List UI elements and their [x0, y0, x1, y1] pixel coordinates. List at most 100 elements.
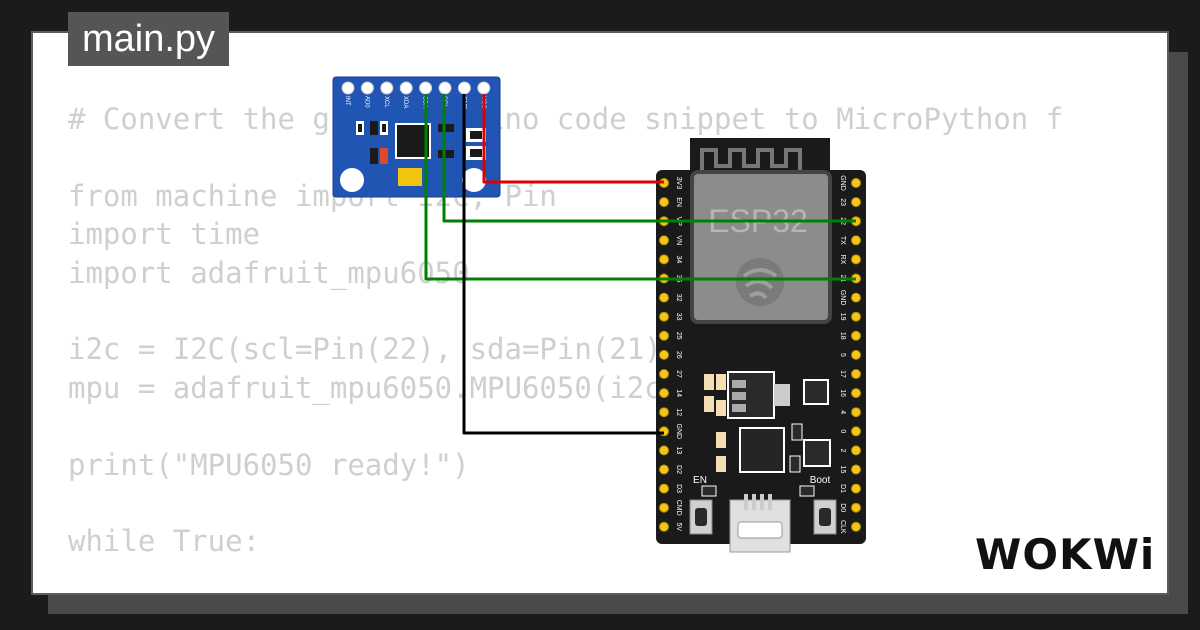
esp32-pin-right-rx[interactable] [851, 254, 861, 265]
esp32-pin-label: 13 [675, 447, 682, 455]
esp32-pin-label: 34 [675, 256, 682, 264]
esp32-pin-left-14[interactable] [659, 388, 669, 399]
esp32-pin-label: VN [675, 235, 682, 245]
esp32-pin-right-16[interactable] [851, 388, 861, 399]
mpu-mount-hole [462, 168, 486, 192]
esp32-pin-right-2[interactable] [851, 445, 861, 456]
esp32-pin-label: 25 [675, 332, 682, 340]
mpu-pin-ad0[interactable] [360, 81, 374, 95]
mpu-pin-label: AD0 [363, 96, 369, 108]
esp32-pin-left-34[interactable] [659, 254, 669, 265]
mpu-capacitor [438, 150, 454, 158]
esp32-pin-right-d1[interactable] [851, 483, 861, 494]
esp32-pin-left-en[interactable] [659, 197, 669, 208]
esp32-pin-right-4[interactable] [851, 407, 861, 418]
file-tab[interactable]: main.py [68, 12, 230, 66]
esp32-pin-right-gnd[interactable] [851, 178, 861, 188]
esp32-pin-right-17[interactable] [851, 369, 861, 379]
mpu-resistor-body [382, 124, 386, 132]
esp32-pin-left-5v[interactable] [659, 521, 669, 532]
esp32-pin-left-32[interactable] [659, 292, 669, 303]
mpu-pin-sda[interactable] [419, 81, 433, 95]
esp32-led [704, 374, 714, 390]
mpu-capacitor [370, 148, 378, 164]
regulator-pin [732, 404, 746, 412]
esp32-pin-right-18[interactable] [851, 330, 861, 341]
esp32-pin-left-vn[interactable] [659, 235, 669, 246]
esp32-led [716, 400, 726, 416]
esp32-pin-left-d2[interactable] [659, 464, 669, 475]
esp32-pin-label: EN [675, 197, 682, 207]
wire-scl[interactable] [442, 94, 856, 223]
esp32-usb-chip [739, 427, 785, 473]
antenna-trace [700, 148, 802, 170]
esp32-pin-label: 33 [675, 313, 682, 321]
esp32-pin-label: CMD [675, 500, 682, 516]
esp32-pin-right-d0[interactable] [851, 502, 861, 513]
esp32-pin-label: 26 [675, 351, 682, 359]
esp32-pin-left-12[interactable] [659, 407, 669, 418]
esp32-pin-label: 14 [675, 389, 682, 397]
esp32-pin-right-gnd[interactable] [851, 292, 861, 303]
esp32-transistor [803, 439, 831, 467]
regulator-pin [732, 392, 746, 400]
mpu-pin-vcc[interactable] [477, 81, 491, 95]
esp32-pin-left-26[interactable] [659, 349, 669, 360]
esp32-pin-label: 3V3 [675, 177, 682, 190]
esp32-board[interactable]: ESP32 3V3ENVPVN343532332526271412GND13D2… [656, 138, 866, 553]
esp32-pin-label: 0 [839, 429, 846, 433]
project-card [31, 31, 1169, 595]
esp32-pin-left-33[interactable] [659, 311, 669, 322]
en-button[interactable] [689, 499, 713, 535]
espressif-logo-mark [742, 268, 778, 300]
esp32-pin-left-cmd[interactable] [659, 502, 669, 513]
esp32-pin-label: 16 [839, 389, 846, 397]
esp32-pin-right-5[interactable] [851, 349, 861, 360]
wire-sda[interactable] [424, 94, 856, 281]
esp32-pin-label: 2 [839, 448, 846, 452]
esp32-pin-label: 4 [839, 410, 846, 414]
esp32-pin-right-23[interactable] [851, 197, 861, 208]
esp32-pin-label: 27 [675, 370, 682, 378]
mpu-regulator-body [470, 131, 482, 139]
esp32-capacitor [789, 455, 801, 473]
wire-vcc[interactable] [482, 94, 664, 184]
code-line: while True: [68, 524, 261, 559]
mpu-pin-gnd[interactable] [457, 81, 471, 95]
esp32-pin-label: D3 [675, 484, 682, 493]
mpu-pin-scl[interactable] [438, 81, 452, 95]
usb-port [729, 494, 791, 553]
esp32-capacitor [701, 485, 717, 497]
esp32-pin-left-13[interactable] [659, 445, 669, 456]
wokwi-logo: WOKWi [975, 530, 1156, 579]
esp32-capacitor [791, 423, 803, 441]
esp32-pin-left-d3[interactable] [659, 483, 669, 494]
esp32-pin-right-0[interactable] [851, 426, 861, 437]
esp32-pin-left-25[interactable] [659, 330, 669, 341]
esp32-pin-right-clk[interactable] [851, 521, 861, 532]
esp32-pin-left-27[interactable] [659, 369, 669, 379]
esp32-pin-right-15[interactable] [851, 464, 861, 475]
mpu-capacitor [370, 121, 378, 135]
esp32-pin-label: D1 [839, 484, 846, 493]
mpu-pin-int[interactable] [341, 81, 355, 95]
boot-button[interactable] [813, 499, 837, 535]
mpu-pin-label: XDA [402, 96, 408, 108]
esp32-led [704, 396, 714, 412]
esp32-pin-right-19[interactable] [851, 311, 861, 322]
mpu-pin-xcl[interactable] [380, 81, 394, 95]
esp32-pin-label: 32 [675, 294, 682, 302]
mpu-pin-xda[interactable] [399, 81, 413, 95]
wire-gnd[interactable] [462, 94, 664, 435]
mpu-mount-hole [340, 168, 364, 192]
esp32-pin-label: D0 [839, 503, 846, 512]
esp32-pin-label: 15 [839, 466, 846, 474]
esp32-pin-label: GND [839, 290, 846, 306]
esp32-pin-right-tx[interactable] [851, 235, 861, 246]
code-line: import time [68, 217, 261, 252]
code-line: i2c = I2C(scl=Pin(22), sda=Pin(21)) [68, 332, 680, 367]
boot-label: Boot [810, 475, 831, 486]
